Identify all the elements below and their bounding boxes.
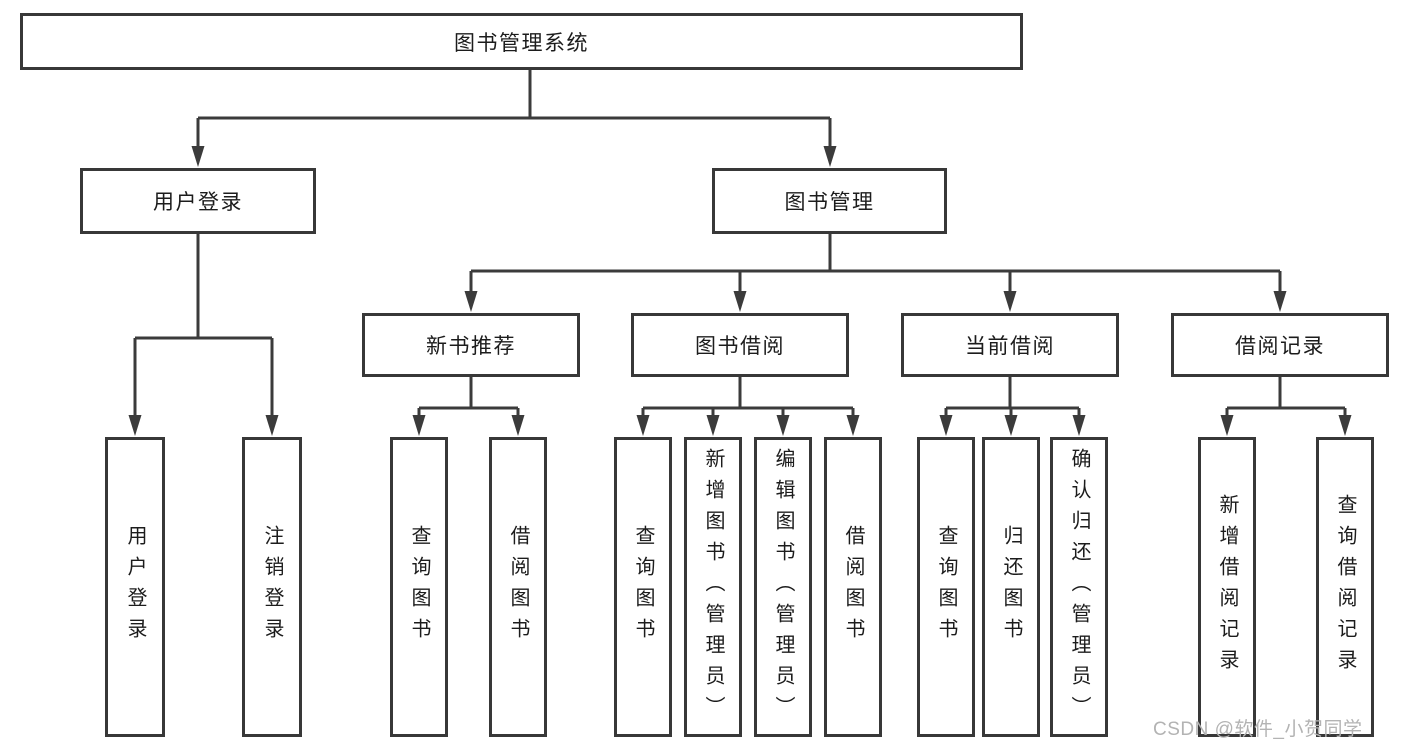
- arrowhead: [191, 146, 205, 167]
- arrowhead: [1273, 291, 1287, 312]
- arrowhead: [412, 415, 426, 436]
- node-label: 用户登录: [124, 525, 146, 649]
- node-label: 查询图书: [632, 525, 654, 649]
- arrowhead: [823, 146, 837, 167]
- leaf-logout-login: 注销登录: [242, 437, 302, 737]
- node-label: 借阅记录: [1235, 335, 1325, 358]
- node-label: 借阅图书: [842, 525, 864, 649]
- arrowhead: [265, 415, 279, 436]
- node-user-login-branch: 用户登录: [80, 168, 316, 234]
- node-label: 用户登录: [153, 191, 243, 214]
- node-label: 借阅图书: [507, 525, 529, 649]
- node-label: 查询图书: [935, 525, 957, 649]
- leaf-borrow-edit-books-admin: 编辑图书（管理员）: [754, 437, 812, 737]
- arrowhead: [939, 415, 953, 436]
- node-system-root: 图书管理系统: [20, 13, 1023, 70]
- node-label: 查询图书: [408, 525, 430, 649]
- node-label: 新增图书（管理员）: [702, 447, 724, 727]
- node-label: 图书管理: [784, 191, 875, 214]
- leaf-borrow-add-books-admin: 新增图书（管理员）: [684, 437, 742, 737]
- arrowhead: [1220, 415, 1234, 436]
- leaf-current-return-books: 归还图书: [982, 437, 1040, 737]
- arrowhead: [636, 415, 650, 436]
- connector-new-book-children: [417, 377, 520, 418]
- node-label: 注销登录: [261, 525, 283, 649]
- node-label: 编辑图书（管理员）: [772, 447, 794, 727]
- csdn-watermark: CSDN @软件_小贺同学: [1153, 719, 1363, 740]
- node-book-borrowing: 图书借阅: [631, 313, 849, 377]
- connector-root-to-level2: [196, 70, 832, 149]
- arrowhead: [1338, 415, 1352, 436]
- arrowhead: [1003, 291, 1017, 312]
- node-new-book-recommend: 新书推荐: [362, 313, 580, 377]
- leaf-user-login: 用户登录: [105, 437, 165, 737]
- leaf-current-query-books: 查询图书: [917, 437, 975, 737]
- node-current-borrowing: 当前借阅: [901, 313, 1119, 377]
- leaf-borrow-query-books: 查询图书: [614, 437, 672, 737]
- leaf-newrec-borrow-books: 借阅图书: [489, 437, 547, 737]
- node-label: 图书管理系统: [454, 31, 589, 55]
- arrowhead: [1072, 415, 1086, 436]
- connector-user-login-children: [133, 234, 274, 418]
- node-label: 确认归还（管理员）: [1068, 447, 1090, 727]
- arrowhead: [128, 415, 142, 436]
- arrowhead: [1004, 415, 1018, 436]
- node-book-management-branch: 图书管理: [712, 168, 947, 234]
- leaf-newrec-query-books: 查询图书: [390, 437, 448, 737]
- leaf-records-add-record: 新增借阅记录: [1198, 437, 1256, 737]
- arrowhead: [464, 291, 478, 312]
- connector-records-children: [1225, 377, 1347, 418]
- node-label: 图书借阅: [695, 335, 785, 358]
- node-borrowing-records: 借阅记录: [1171, 313, 1389, 377]
- arrowhead: [846, 415, 860, 436]
- connector-current-borrow-children: [944, 377, 1081, 418]
- arrowhead: [776, 415, 790, 436]
- node-label: 当前借阅: [965, 335, 1055, 358]
- node-label: 归还图书: [1000, 525, 1022, 649]
- connector-book-mgmt-level3: [469, 234, 1282, 294]
- node-label: 新书推荐: [426, 335, 516, 358]
- leaf-borrow-borrow-books: 借阅图书: [824, 437, 882, 737]
- arrowhead: [511, 415, 525, 436]
- arrowhead: [733, 291, 747, 312]
- connector-book-borrow-children: [641, 377, 855, 418]
- node-label: 查询借阅记录: [1334, 494, 1356, 680]
- arrowhead: [706, 415, 720, 436]
- arrowheads: [128, 146, 1352, 436]
- leaf-records-query-record: 查询借阅记录: [1316, 437, 1374, 737]
- node-label: 新增借阅记录: [1216, 494, 1238, 680]
- leaf-current-confirm-return-admin: 确认归还（管理员）: [1050, 437, 1108, 737]
